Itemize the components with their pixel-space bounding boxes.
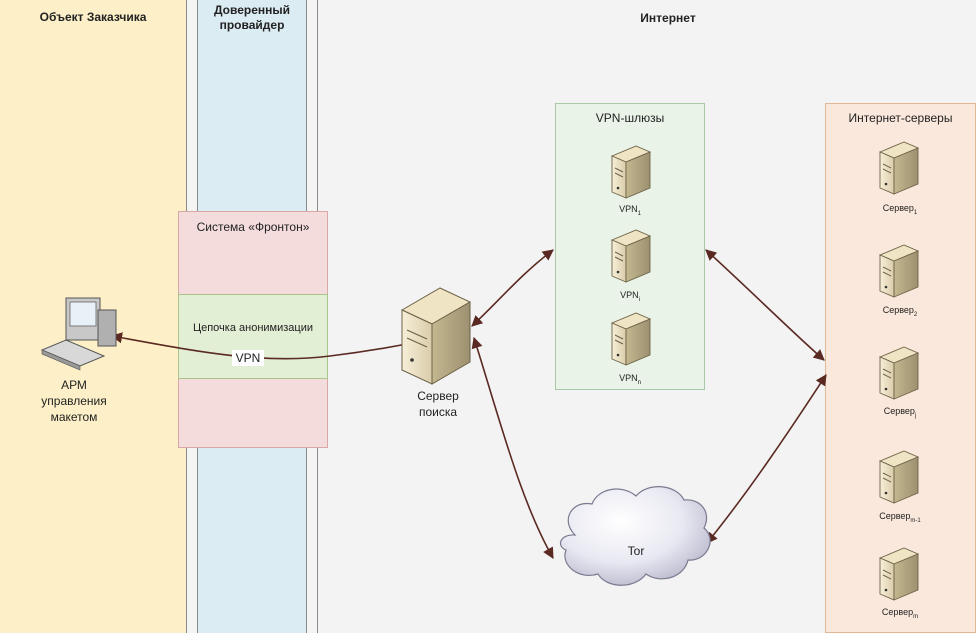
lane-title-internet: Интернет — [640, 11, 696, 25]
connector-tor-to-servers — [706, 374, 827, 544]
internet-server-label: Серверm-1 — [879, 511, 921, 524]
vpn-gateway-icon — [610, 145, 652, 199]
workstation-label: АРМ управления макетом — [41, 378, 107, 424]
internet-server-icon — [878, 141, 920, 195]
connector-search-to-tor — [471, 336, 554, 559]
internet-server-label: Серверj — [883, 406, 917, 419]
tor-cloud-icon — [559, 486, 711, 586]
fronton-system-title: Система «Фронтон» — [196, 220, 310, 234]
search-server-icon — [400, 287, 472, 385]
vpn-gateway-icon — [610, 229, 652, 283]
lane-title-customer: Объект Заказчика — [39, 10, 147, 24]
vpn-gateway-label: VPN1 — [619, 204, 641, 217]
lane-title-provider: Доверенный провайдер — [213, 3, 291, 32]
internet-server-label: Сервер1 — [882, 203, 918, 216]
search-server-label: Сервер поиска — [417, 389, 459, 419]
workstation-icon — [40, 297, 117, 371]
tor-label: Tor — [627, 544, 645, 558]
vpn-gateway-label: VPNi — [620, 290, 640, 303]
internet-server-icon — [878, 450, 920, 504]
connector-vpn-to-servers — [705, 249, 825, 361]
connector-search-to-vpn — [471, 249, 554, 327]
vpn-gateway-label: VPNn — [619, 373, 641, 386]
internet-server-icon — [878, 346, 920, 400]
server-icons — [610, 141, 920, 601]
internet-server-icon — [878, 547, 920, 601]
vpn-label: VPN — [232, 350, 264, 366]
vpn-gateway-icon — [610, 312, 652, 366]
internet-servers-title: Интернет-серверы — [848, 111, 953, 125]
internet-server-label: Серверm — [881, 607, 919, 620]
vpn-gateways-title: VPN-шлюзы — [595, 111, 665, 125]
internet-server-label: Сервер2 — [882, 305, 918, 318]
internet-server-icon — [878, 244, 920, 298]
